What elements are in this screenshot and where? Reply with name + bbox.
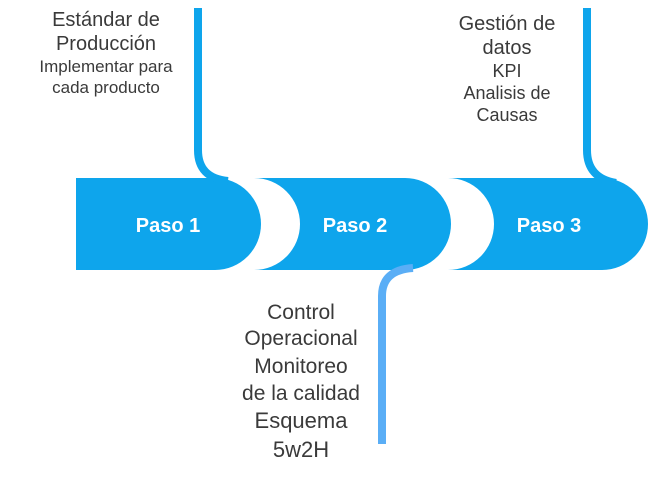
- step3-detail-line1: KPI: [492, 60, 522, 81]
- step2-detail-line1: Monitoreo: [254, 354, 348, 378]
- step1-detail-line2: cada producto: [52, 77, 160, 97]
- step2-detail-line2: de la calidad: [242, 381, 360, 405]
- step3-connector-line: [583, 8, 617, 187]
- step3-title-line2: datos: [482, 37, 532, 60]
- step2-detail-line4: 5w2H: [272, 436, 330, 462]
- step1-arrow-shape: [76, 178, 261, 270]
- step3-title-line1: Gestión de: [458, 13, 556, 35]
- step1-connector-line: [194, 8, 229, 185]
- step2-label: Paso 2: [323, 215, 387, 237]
- step2-arrow-shape: [254, 178, 451, 270]
- step1-title-line1: Estándar de: [52, 9, 160, 31]
- step2-detail-line3: Esquema: [254, 408, 348, 434]
- step3-description: Gestión de datos KPI Analisis de Causas: [438, 12, 576, 127]
- step1-detail-line1: Implementar para: [39, 56, 173, 76]
- step2-description: Control Operacional Monitoreo de la cali…: [222, 300, 380, 464]
- step2-title-line1: Control: [267, 301, 335, 324]
- step3-detail-line2: Analisis de: [463, 82, 551, 103]
- step3-detail-line3: Causas: [476, 104, 538, 125]
- step1-title-line2: Producción: [55, 33, 157, 56]
- step2-connector-line: [378, 264, 414, 444]
- step2-title-line2: Operacional: [244, 327, 358, 351]
- step1-label: Paso 1: [136, 215, 200, 237]
- step1-description: Estándar de Producción Implementar para …: [14, 8, 198, 98]
- step3-arrow-shape: [448, 178, 648, 270]
- step3-label: Paso 3: [517, 215, 581, 237]
